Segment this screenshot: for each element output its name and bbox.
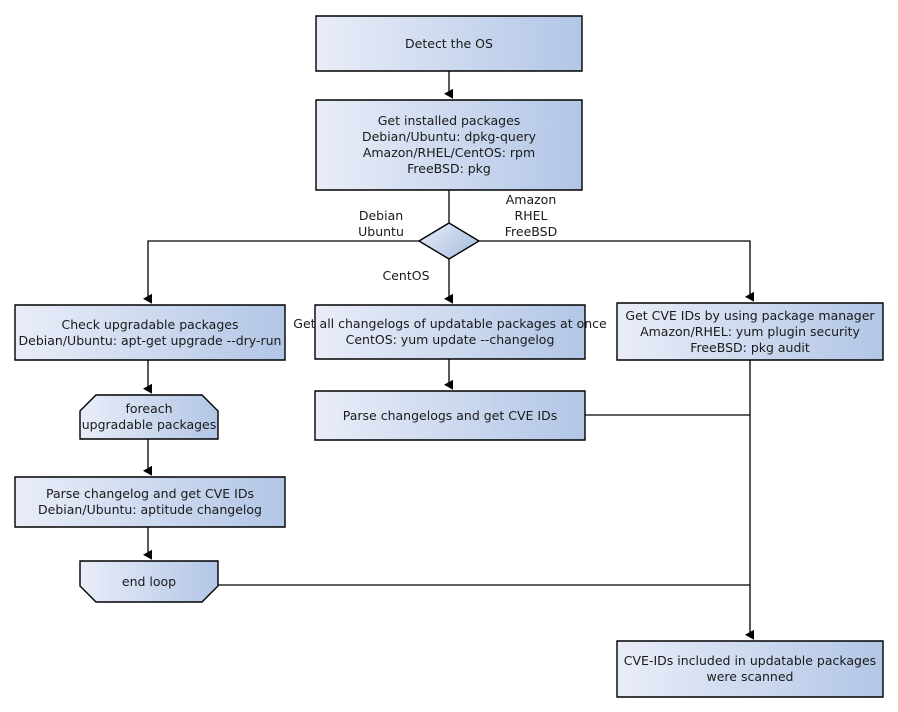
edge-text-line: Amazon [505, 192, 557, 207]
node-foreach-loop-start[interactable] [79, 394, 219, 440]
node-detect-os[interactable] [315, 15, 583, 72]
node-end-loop[interactable] [79, 560, 219, 603]
node-parse-changelogs-centos[interactable] [314, 390, 586, 441]
node-check-upgradable[interactable] [14, 304, 286, 361]
node-parse-changelog-debian[interactable] [14, 476, 286, 528]
connector-decision-to-rhel-branch [479, 240, 754, 302]
edge-text-line: Debian [358, 208, 404, 223]
node-get-installed-packages[interactable] [315, 99, 583, 191]
edge-text-line: Ubuntu [358, 224, 404, 239]
node-get-cve-ids-pkgmgr[interactable] [616, 302, 884, 361]
edge-label-branch-centos: CentOS [375, 268, 437, 284]
edge-text-line: FreeBSD [504, 224, 558, 239]
node-os-decision[interactable] [417, 222, 481, 260]
connector-decision-to-debian-branch [143, 240, 419, 304]
node-scanned-result[interactable] [616, 640, 884, 698]
node-get-all-changelogs[interactable] [314, 304, 586, 360]
edge-text-line: CentOS [382, 268, 430, 283]
edge-text-line: RHEL [514, 208, 548, 223]
